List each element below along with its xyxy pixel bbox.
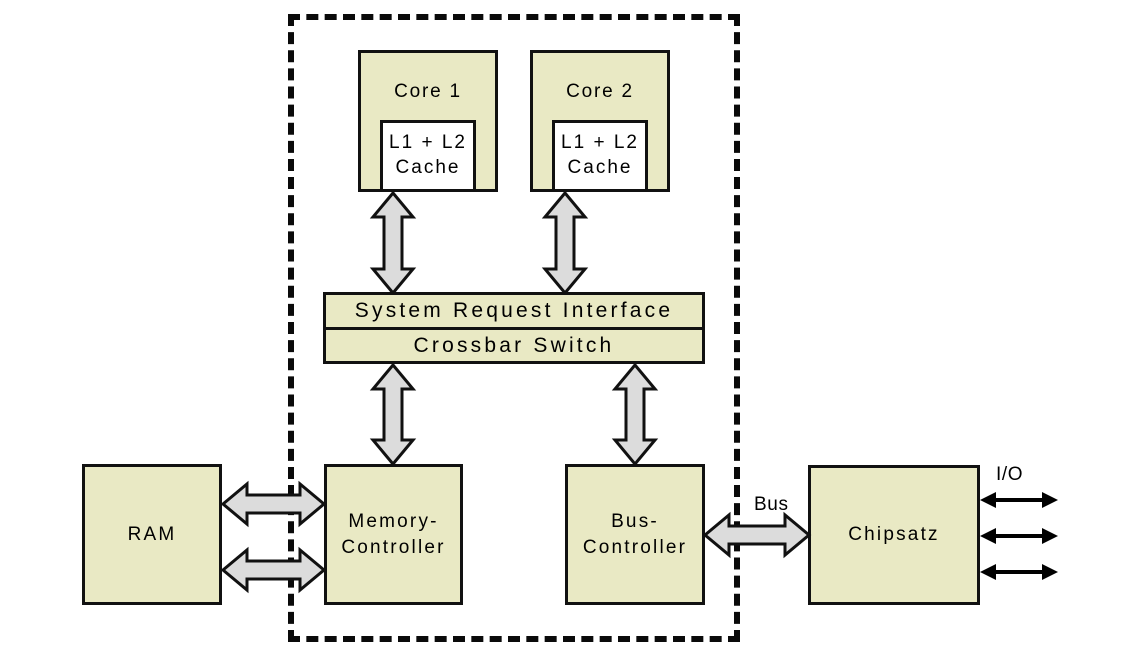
arrow-ram-memory-controller-lower	[220, 546, 327, 594]
arrow-crossbar-to-bus-controller	[611, 362, 659, 467]
arrow-crossbar-to-memory-controller	[369, 362, 417, 467]
arrow-io-1	[980, 492, 1058, 508]
block-bus-controller[interactable]: Bus- Controller	[565, 464, 705, 605]
block-ram[interactable]: RAM	[82, 464, 222, 605]
label-io: I/O	[996, 464, 1024, 485]
arrow-cache2-to-sri	[541, 190, 589, 296]
block-cache-2[interactable]: L1 + L2 Cache	[552, 120, 648, 192]
block-crossbar-switch[interactable]: Crossbar Switch	[323, 330, 705, 364]
block-system-request-interface[interactable]: System Request Interface	[323, 292, 705, 330]
arrow-io-2	[980, 528, 1058, 544]
label-bus: Bus	[754, 494, 789, 515]
block-cache-1[interactable]: L1 + L2 Cache	[380, 120, 476, 192]
block-memory-controller[interactable]: Memory- Controller	[324, 464, 463, 605]
block-chipsatz[interactable]: Chipsatz	[808, 465, 980, 605]
arrow-io-3	[980, 564, 1058, 580]
cpu-die-boundary	[288, 14, 740, 642]
arrow-ram-memory-controller-upper	[220, 480, 327, 528]
arrow-cache1-to-sri	[369, 190, 417, 296]
arrow-bus-controller-to-chipsatz	[702, 511, 812, 559]
